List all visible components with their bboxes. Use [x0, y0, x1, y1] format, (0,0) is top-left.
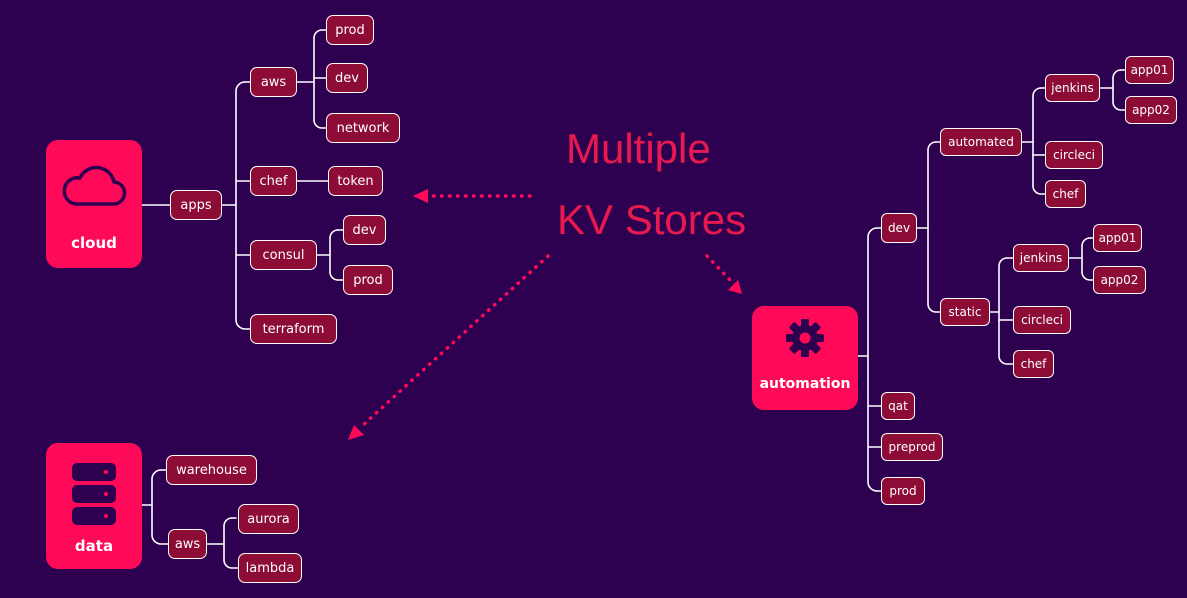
node-cloud-aws-network[interactable]: network	[326, 113, 400, 143]
node-auto-static-app01[interactable]: app01	[1093, 224, 1142, 252]
title-line-2: KV Stores	[557, 196, 747, 243]
arrowhead-data	[348, 425, 364, 440]
node-auto-automated-app01[interactable]: app01	[1125, 56, 1174, 84]
node-cloud-aws-dev[interactable]: dev	[326, 63, 368, 93]
node-auto-dev[interactable]: dev	[881, 213, 917, 243]
dotted-arrow-to-automation	[705, 254, 734, 284]
node-apps[interactable]: apps	[170, 190, 222, 220]
node-auto-preprod[interactable]: preprod	[881, 433, 943, 461]
data-store[interactable]: data	[46, 443, 142, 569]
node-auto-static-jenkins[interactable]: jenkins	[1013, 244, 1069, 272]
node-data-aws-aurora[interactable]: aurora	[238, 504, 299, 534]
automation-store[interactable]: automation	[752, 306, 858, 410]
node-cloud-chef-token[interactable]: token	[328, 166, 383, 196]
node-auto-automated-circleci[interactable]: circleci	[1045, 141, 1103, 169]
data-store-label: data	[74, 537, 114, 555]
node-auto-automated-jenkins[interactable]: jenkins	[1045, 74, 1100, 102]
node-auto-prod[interactable]: prod	[881, 477, 925, 505]
node-auto-qat[interactable]: qat	[881, 392, 915, 420]
node-auto-static-circleci[interactable]: circleci	[1013, 306, 1071, 334]
node-auto-automated-chef[interactable]: chef	[1045, 180, 1086, 208]
database-icon	[72, 463, 116, 525]
node-cloud-consul[interactable]: consul	[250, 240, 317, 270]
node-cloud-aws[interactable]: aws	[250, 67, 297, 97]
node-auto-static-app02[interactable]: app02	[1093, 266, 1146, 294]
node-cloud-consul-prod[interactable]: prod	[343, 265, 393, 295]
node-auto-automated-app02[interactable]: app02	[1125, 96, 1177, 124]
title-line-1: Multiple	[566, 125, 711, 172]
cloud-store-label: cloud	[71, 234, 117, 252]
node-cloud-chef[interactable]: chef	[250, 166, 297, 196]
automation-store-label: automation	[759, 376, 851, 392]
arrowhead-cloud	[413, 189, 428, 203]
node-data-warehouse[interactable]: warehouse	[166, 455, 257, 485]
dotted-arrow-to-data	[360, 254, 550, 428]
gear-icon	[786, 319, 824, 357]
node-cloud-terraform[interactable]: terraform	[250, 314, 337, 344]
arrowhead-automation	[728, 280, 742, 294]
cloud-store[interactable]: cloud	[46, 140, 142, 268]
cloud-icon	[62, 165, 127, 206]
node-data-aws[interactable]: aws	[168, 529, 207, 559]
node-cloud-consul-dev[interactable]: dev	[343, 215, 386, 245]
node-auto-static-chef[interactable]: chef	[1013, 350, 1054, 378]
node-auto-automated[interactable]: automated	[940, 128, 1022, 156]
node-auto-static[interactable]: static	[940, 298, 990, 326]
node-cloud-aws-prod[interactable]: prod	[326, 15, 374, 45]
node-data-aws-lambda[interactable]: lambda	[238, 553, 302, 583]
